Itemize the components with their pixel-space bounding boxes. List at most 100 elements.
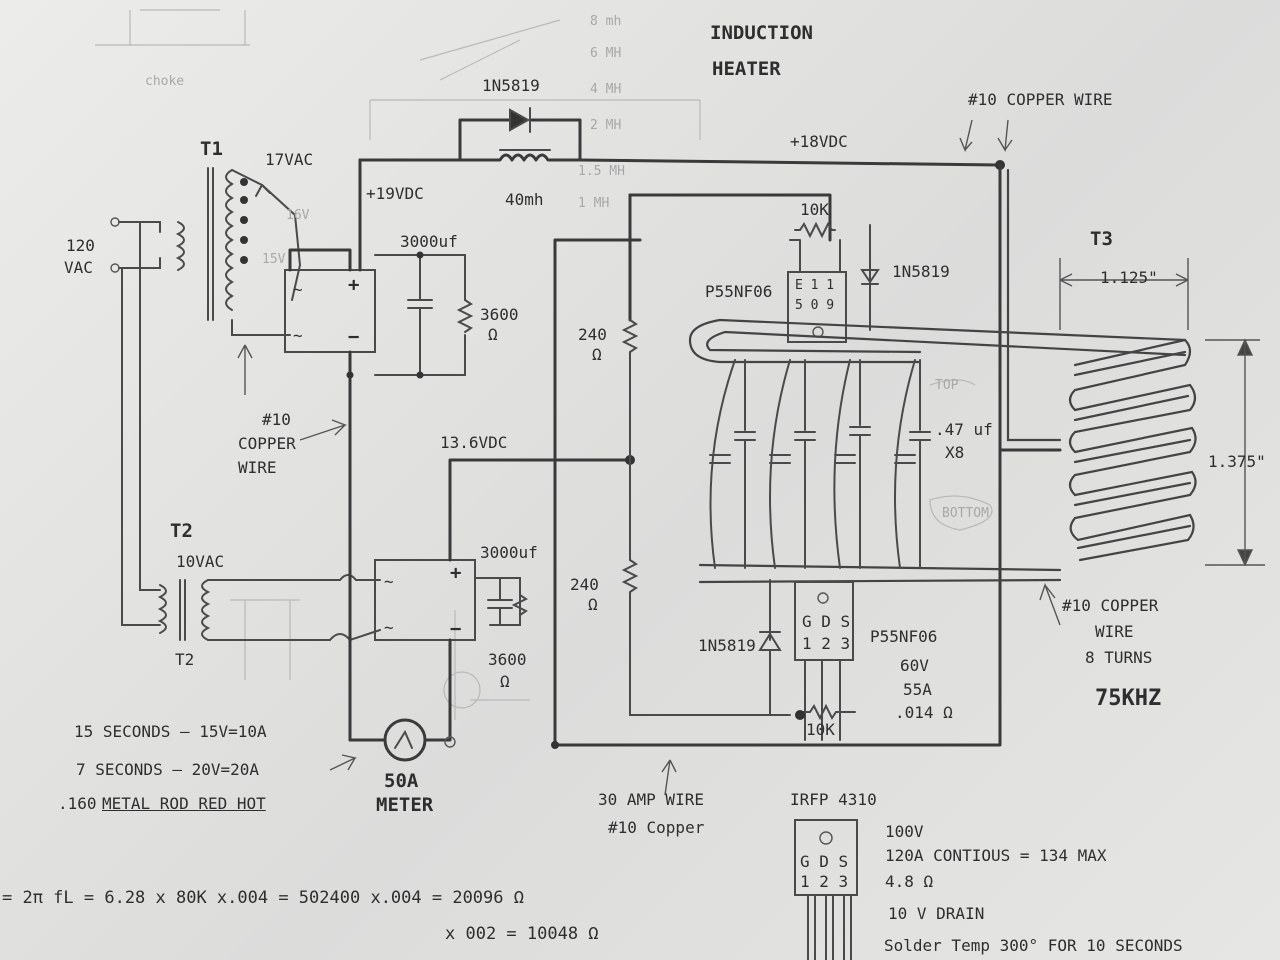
cap-bank-label-2: X8 (945, 443, 965, 462)
res-top-label: 3600 (480, 305, 519, 324)
r240-bottom-unit: Ω (588, 595, 598, 614)
note-line-2: 7 SECONDS — 20V=20A (76, 760, 260, 779)
rect-lower-plus: + (450, 562, 462, 584)
res-10k-top-label: 10K (800, 200, 829, 219)
r240-bottom-label: 240 (570, 575, 599, 594)
rect-upper-ac-1: ~ (293, 280, 303, 299)
mosfet-upper (787, 221, 880, 343)
mosfet-lower (758, 579, 856, 741)
formula-line-1: = 2π fL = 6.28 x 80K x.004 = 502400 x.00… (2, 888, 524, 908)
irfp-pin-numbers: 1 2 3 (800, 872, 849, 891)
ghost-inductance-4: 2 MH (590, 118, 622, 133)
vdc-18-label: +18VDC (790, 132, 848, 151)
transformer-t2 (157, 574, 381, 642)
t1-label: T1 (200, 138, 223, 160)
res-low-unit: Ω (500, 672, 510, 691)
coil-width-label: 1.125" (1100, 268, 1158, 287)
gate-divider (621, 193, 832, 716)
mosfet-top-label: P55NF06 (705, 282, 773, 301)
erased-sketch (95, 9, 993, 720)
mosfet-bottom-pin-letters: G D S (802, 612, 851, 631)
t3-label: T3 (1090, 228, 1113, 250)
note-line-3-prefix: .160 (58, 794, 97, 813)
irfp-pin-letters: G D S (800, 852, 849, 871)
rect-lower-minus: − (450, 618, 462, 640)
t1-tap-label: 17VAC (265, 150, 314, 169)
t2-lower-label: T2 (175, 650, 195, 669)
coil-turns-label: 8 TURNS (1085, 648, 1153, 667)
vdc-136-label: 13.6VDC (440, 433, 508, 452)
mains-input (110, 217, 161, 626)
irfp-spec-1: 100V (885, 822, 924, 841)
ghost-inductance-3: 4 MH (590, 82, 622, 97)
ghost-tap-15v: 15V (262, 252, 286, 267)
diode-top-label: 1N5819 (482, 76, 540, 95)
irfp-package (794, 819, 858, 960)
ghost-bottom-label: BOTTOM (942, 506, 989, 521)
cap-low-label: 3000uf (480, 543, 538, 562)
mosfet-bottom-pin-numbers: 1 2 3 (802, 634, 851, 653)
frequency-label: 75KHZ (1095, 686, 1162, 711)
rect-upper-minus: − (348, 326, 360, 348)
wire-30a-label-2: #10 Copper (608, 818, 705, 837)
copper-tank-tube (688, 168, 1187, 584)
copper-wire-mid-3: WIRE (238, 458, 277, 477)
rect-lower-ac-2: ~ (384, 618, 394, 637)
mosfet-spec-1: 60V (900, 656, 929, 675)
res-10k-bottom-label: 10K (806, 720, 835, 739)
diode-gate-bottom-label: 1N5819 (698, 636, 756, 655)
meter-label-2: METER (376, 794, 434, 816)
mosfet-bottom-label: P55NF06 (870, 627, 938, 646)
bridge-rectifier-lower (374, 455, 635, 641)
r240-top-label: 240 (578, 325, 607, 344)
wire-30a-label-1: 30 AMP WIRE (598, 790, 704, 809)
t2-label: T2 (170, 520, 193, 542)
ghost-inductance-1: 8 mh (590, 14, 622, 29)
ghost-top-label: TOP (935, 378, 959, 393)
mains-voltage-label: 120 (66, 236, 95, 255)
choke-label: 40mh (505, 190, 544, 209)
ghost-tap-16v: 16V (286, 208, 310, 223)
title-line-2: HEATER (712, 58, 781, 80)
rect-lower-ac-1: ~ (384, 572, 394, 591)
irfp-spec-5: Solder Temp 300° FOR 10 SECONDS (884, 936, 1183, 955)
capacitor-bank (709, 359, 931, 569)
irfp-name: IRFP 4310 (790, 790, 877, 809)
irfp-spec-4: 10 V DRAIN (888, 904, 985, 923)
mosfet-top-pin-numbers: 5 0 9 (795, 298, 835, 313)
transformer-t1 (175, 167, 302, 336)
mosfet-spec-2: 55A (903, 680, 932, 699)
mains-unit-label: VAC (64, 258, 93, 277)
coil-height-label: 1.375" (1208, 452, 1266, 471)
irfp-spec-2: 120A CONTIOUS = 134 MAX (885, 846, 1107, 865)
annotation-arrows (237, 119, 1061, 796)
diode-gate-top-label: 1N5819 (892, 262, 950, 281)
vdc-19-label: +19VDC (366, 184, 424, 203)
note-line-1: 15 SECONDS — 15V=10A (74, 722, 267, 741)
cap-top-label: 3000uf (400, 232, 458, 251)
meter-label-1: 50A (384, 770, 419, 792)
work-coil (1059, 258, 1265, 567)
ghost-inductance-6: 1 MH (578, 196, 610, 211)
ghost-inductance-2: 6 MH (590, 46, 622, 61)
copper-wire-mid-2: COPPER (238, 434, 296, 453)
formula-line-2: x 002 = 10048 Ω (445, 924, 599, 944)
mosfet-spec-3: .014 Ω (895, 703, 953, 722)
title-line-1: INDUCTION (710, 22, 813, 44)
cap-bank-label-1: .47 uf (935, 420, 993, 439)
rect-upper-plus: + (348, 274, 360, 296)
copper-wire-top-label: #10 COPPER WIRE (968, 90, 1113, 109)
mosfet-top-pin-letters: E 1 1 (795, 278, 835, 293)
bridge-rectifier-upper (284, 158, 474, 742)
rect-upper-ac-2: ~ (293, 326, 303, 345)
res-low-label: 3600 (488, 650, 527, 669)
res-top-unit: Ω (488, 325, 498, 344)
coil-wire-label-2: WIRE (1095, 622, 1134, 641)
note-line-3-suffix: METAL ROD RED HOT (102, 794, 266, 813)
r240-top-unit: Ω (592, 345, 602, 364)
irfp-spec-3: 4.8 Ω (885, 872, 934, 891)
ghost-inductance-5: 1.5 MH (578, 164, 625, 179)
ammeter (348, 163, 1002, 762)
